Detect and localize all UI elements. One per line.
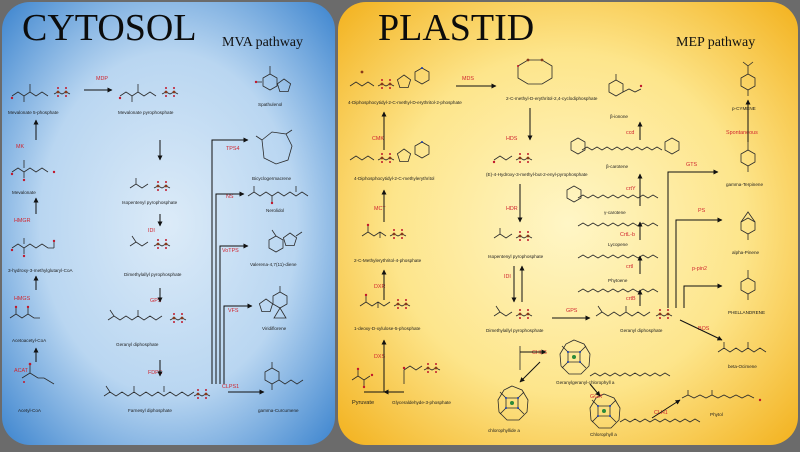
enzyme-fdps: FDPS (148, 370, 163, 376)
enzyme-ps: PS (698, 208, 706, 214)
compound-mevalonate-pp: Mevalonate pyrophosphate (118, 110, 174, 115)
compound-cdp-me: 4-Diphosphocytidyl-2-C-methylerythritol (354, 176, 434, 181)
cytosol-structures (9, 66, 309, 400)
enzyme-ppin2: p-pin2 (692, 266, 707, 272)
plastid-panel (338, 2, 798, 445)
compound-ipp-plastid: Isopentenyl pyrophosphate (488, 254, 544, 259)
cytosol-arrows (33, 87, 265, 395)
compound-gpp-cytosol: Geranyl diphosphate (116, 342, 159, 347)
compound-phellandrene: PHELLANDRENE (728, 310, 765, 315)
enzyme-clps1: CLPS1 (222, 384, 239, 390)
compound-hmg-coa: 3-hydroxy-3-methylglutaryl-CoA (8, 268, 74, 273)
enzyme-acat: ACAT (14, 368, 29, 374)
cytosol-panel (2, 2, 335, 445)
compound-dmapp-cytosol: Dimethylallyl pyrophosphate (124, 272, 182, 277)
compound-curcumene: gamma-Curcumene (258, 408, 299, 413)
enzyme-vfs: VFS (228, 308, 239, 314)
compound-ocimene: beta-Ocimene (728, 364, 757, 369)
compound-mep: 2-C-Methylerythritol-4-phosphate (354, 258, 422, 263)
compound-fpp: Farnesyl diphosphate (128, 408, 172, 413)
compound-mevalonate: Mevalonate (12, 190, 36, 195)
enzyme-crti: crtI (626, 264, 634, 270)
compound-mevalonate-5p: Mevalonate 5-phosphate (8, 110, 59, 115)
enzyme-ccd: ccd (626, 130, 634, 136)
enzyme-chlg: CHLG (532, 350, 547, 356)
enzyme-gts: GTS (686, 162, 697, 168)
compound-bicyclogermacrene: Bicyclogermacrene (252, 176, 292, 181)
compound-chlide: chlorophyllide a (488, 428, 520, 433)
enzyme-clh1: CLH1 (654, 410, 668, 416)
compound-g3p: Glyceraldehyde-3-phosphate (392, 400, 451, 405)
enzyme-gps-cytosol: GPS (150, 298, 162, 304)
enzyme-mk: MK (16, 144, 24, 150)
compound-phytoene: Phytoene (608, 278, 628, 283)
enzyme-gps-plastid: GPS (566, 308, 578, 314)
enzyme-idi-cytosol: IDI (148, 228, 155, 234)
compound-valerena: Valerena-4,7(11)-diene (250, 262, 297, 267)
enzyme-vatps: VoTPS (222, 248, 239, 254)
enzyme-mdp: MDP (96, 76, 108, 82)
enzyme-hmgs: HMGS (14, 296, 31, 302)
compound-lycopene: Lycopene (608, 242, 628, 247)
compound-pinene: alpha-Pinene (732, 250, 760, 255)
compound-dxp: 1-deoxy-D-xylulose-5-phosphate (354, 326, 421, 331)
plastid-structures (349, 58, 767, 429)
cytosol-title: CYTOSOL (22, 7, 197, 49)
plastid-enzyme-labels: DXS DXR MCT CMK MDS HDS HDR IDI GPS crtB… (372, 76, 758, 416)
compound-phytol: Phytol (710, 412, 723, 417)
compound-gpp-plastid: Geranyl diphosphate (620, 328, 663, 333)
compound-acetoacetyl-coa: Acetoacetyl-CoA (12, 338, 47, 343)
enzyme-hdr: HDR (506, 206, 518, 212)
enzyme-cmk: CMK (372, 136, 384, 142)
compound-ipp-cytosol: Isopentenyl pyrophosphate (122, 200, 178, 205)
enzyme-spontaneous: Spontaneous (726, 130, 758, 136)
cytosol-enzyme-labels: ACAT HMGS HMGR MK MDP IDI GPS FDPS TPS4 … (14, 76, 239, 390)
compound-nerolidol: Nerolidol (266, 208, 284, 213)
compound-cymene: p-CYMENE (732, 106, 756, 111)
enzyme-bos: BOS (698, 326, 710, 332)
enzyme-tps4: TPS4 (226, 146, 239, 152)
mep-pathway-label: MEP pathway (676, 35, 755, 50)
enzyme-crty: crtY (626, 186, 636, 192)
enzyme-hmgr: HMGR (14, 218, 31, 224)
compound-dmapp-plastid: Dimethylallyl pyrophosphate (486, 328, 544, 333)
compound-ggchl: Geranylgeranyl-chlorophyll a (556, 380, 615, 385)
compound-cdp-mep: 4-Diphosphocytidyl-2-C-methyl-D-erythrit… (348, 100, 462, 105)
compound-spathulenol: Spathulenol (258, 102, 282, 107)
compound-viridiflorene: Viridiflorene (262, 326, 287, 331)
compound-pyruvate: Pyruvate (352, 400, 374, 406)
compound-mecpp: 2-C-methyl-D-erythritol-2,4-cyclodiphosp… (506, 96, 598, 101)
enzyme-ns: NS (226, 194, 234, 200)
enzyme-dxr: DXR (374, 284, 385, 290)
enzyme-hds: HDS (506, 136, 518, 142)
compound-g-carotene: γ-carotene (604, 210, 626, 215)
enzyme-idi-plastid: IDI (504, 274, 511, 280)
compound-chla: Chlorophyll a (590, 432, 617, 437)
enzyme-crtb: crtB (626, 296, 636, 302)
plastid-title: PLASTID (378, 7, 534, 49)
compound-hmbpp: (E)-4-Hydroxy-3-methyl-but-2-enyl-pyroph… (486, 172, 588, 177)
plastid-compound-labels: Pyruvate Glyceraldehyde-3-phosphate 1-de… (348, 96, 765, 437)
compound-b-carotene: β-carotene (606, 164, 628, 169)
enzyme-mct: MCT (374, 206, 386, 212)
plastid-arrows (364, 83, 751, 419)
enzyme-dxs: DXS (374, 354, 385, 360)
enzyme-ggr: GGR (590, 394, 602, 400)
mva-pathway-label: MVA pathway (222, 35, 303, 50)
compound-terpinene: gamma-Terpinene (726, 182, 763, 187)
enzyme-mds: MDS (462, 76, 474, 82)
enzyme-crtlb: CrtL-b (620, 232, 635, 238)
cytosol-compound-labels: Acetyl-CoA Acetoacetyl-CoA 3-hydroxy-3-m… (8, 102, 299, 413)
compound-acetyl-coa: Acetyl-CoA (18, 408, 42, 413)
compound-b-ionone: β-ionone (610, 114, 628, 119)
